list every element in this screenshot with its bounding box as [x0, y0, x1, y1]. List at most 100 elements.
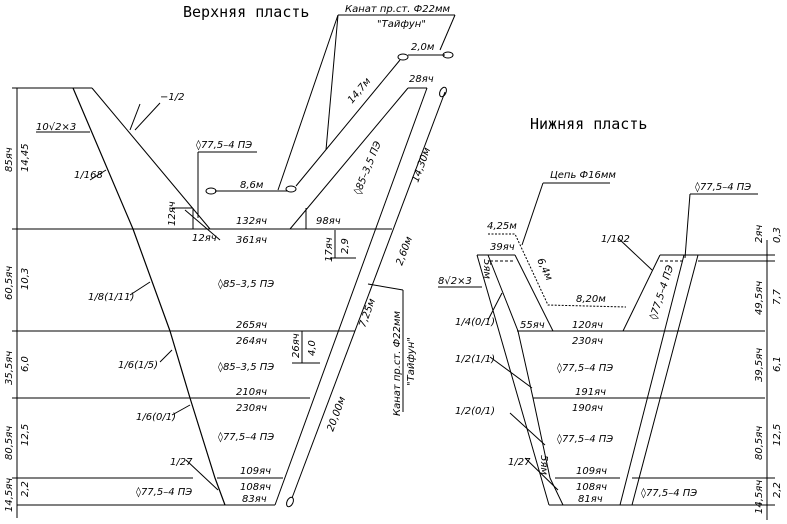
- leader: [489, 356, 533, 389]
- leader: [129, 281, 151, 296]
- rope-eye: [442, 51, 454, 59]
- rope-label: Канат пр.ст. Ф22мм: [392, 310, 403, 416]
- dimension-length: 14,45: [20, 143, 31, 172]
- leader: [184, 209, 221, 241]
- cut-ratio: 1/4(0/1): [455, 317, 495, 328]
- right-outer: [631, 254, 699, 506]
- mesh-count: 98яч: [316, 216, 341, 227]
- mesh-count: 39яч: [490, 242, 515, 253]
- leader: [134, 102, 161, 131]
- cut-ratio: 1/6(0/1): [136, 412, 176, 423]
- dimension-meshes: 39,5яч: [754, 348, 765, 382]
- dimension-length: 0,3: [772, 227, 783, 243]
- leader: [367, 283, 404, 291]
- material-label: ◊77,5–4 ПЭ: [218, 431, 274, 443]
- mesh-count: 81яч: [578, 494, 603, 505]
- right-inner: [619, 254, 685, 506]
- leader: [171, 404, 191, 416]
- selvage-mark: 10√2×3: [36, 122, 76, 133]
- dimension-length: 7,7: [772, 288, 783, 305]
- strip-label: 5ям: [538, 455, 549, 475]
- leader: [521, 182, 544, 246]
- leader: [159, 349, 173, 363]
- material-label: ◊77,5–4 ПЭ: [641, 487, 697, 499]
- leader: [89, 169, 107, 181]
- dimension-meshes: 60,5яч: [4, 266, 15, 300]
- mesh-count: 265яч: [236, 320, 267, 331]
- left-outer: [476, 254, 550, 506]
- dimension: 2,9: [340, 238, 351, 254]
- dimension-length: 12,5: [772, 424, 783, 446]
- dimension-length: 6,1: [772, 356, 783, 372]
- material-label: ◊85–3,5 ПЭ: [352, 139, 384, 196]
- leader: [509, 412, 546, 446]
- mesh-count: 17яч: [324, 237, 335, 262]
- side-rope: [291, 91, 446, 499]
- material-label: ◊85–3,5 ПЭ: [218, 361, 274, 373]
- mesh-count: 264яч: [236, 336, 267, 347]
- mesh-count: 55яч: [520, 320, 545, 331]
- material-label: ◊77,5–4 ПЭ: [136, 486, 192, 498]
- cut-ratio: 1/168: [74, 170, 103, 181]
- length-label: 4,25м: [487, 221, 517, 232]
- dimension-meshes: 80,5яч: [754, 426, 765, 460]
- mesh-count: 191яч: [575, 387, 606, 398]
- mesh-count: 83яч: [242, 494, 267, 505]
- dimension-meshes: 80,5яч: [4, 426, 15, 460]
- dimension-meshes: 85яч: [4, 147, 15, 172]
- mesh-count: 210яч: [236, 387, 267, 398]
- mesh-count: 12яч: [192, 233, 217, 244]
- rope-name: "Тайфун": [377, 19, 426, 30]
- leader: [185, 459, 219, 491]
- cut-ratio: 1/102: [601, 234, 630, 245]
- wing-edge: [514, 254, 554, 332]
- cut-ratio: 1/27: [170, 457, 193, 468]
- leader: [129, 103, 141, 131]
- mesh-count: 26яч: [291, 333, 302, 358]
- leader: [325, 14, 339, 151]
- dimension-meshes: 14,5яч: [4, 478, 15, 512]
- length-label: 7,25м: [357, 297, 378, 329]
- right-wing-inner: [289, 87, 409, 230]
- mesh-count: 12яч: [167, 201, 178, 226]
- mesh-count: 109яч: [240, 466, 271, 477]
- material-label: ◊85–3,5 ПЭ: [218, 278, 274, 290]
- mesh-count: 120яч: [572, 320, 603, 331]
- length-label: 8,20м: [576, 294, 606, 305]
- leader: [684, 193, 691, 259]
- mesh-count: 132яч: [236, 216, 267, 227]
- length-label: 6,4м: [534, 257, 554, 283]
- length-label: 14,30м: [410, 146, 433, 184]
- left-edge: [72, 87, 226, 506]
- rope-14-7: [295, 59, 401, 187]
- chain: [488, 233, 627, 308]
- dimension-meshes: 2яч: [754, 225, 765, 243]
- strip-label: 5ям: [481, 259, 492, 279]
- mesh-count: 28яч: [409, 74, 434, 85]
- dimension: 4,0: [307, 340, 318, 356]
- material-label: ◊77,5–4 ПЭ: [695, 181, 751, 193]
- length-label: 14,7м: [346, 76, 374, 106]
- lower-panel: Нижняя пласть Цепь Ф16мм 4,25м 6,4м 8,2: [438, 115, 783, 520]
- mesh-count: 361яч: [236, 235, 267, 246]
- rope-eye: [205, 187, 217, 195]
- rope-label: Канат пр.ст. Ф22мм: [345, 4, 451, 15]
- material-label: ◊77,5–4 ПЭ: [557, 433, 613, 445]
- lower-title: Нижняя пласть: [530, 115, 647, 133]
- upper-title: Верхняя пласть: [183, 3, 309, 21]
- leader: [487, 292, 503, 321]
- leader: [617, 237, 653, 271]
- dimension-length: 12,5: [20, 424, 31, 446]
- cut-ratio: 1/2(1/1): [455, 354, 495, 365]
- length-label: 8,6м: [240, 180, 264, 191]
- rope-eye: [285, 185, 297, 193]
- wing-edge: [622, 254, 661, 332]
- mesh-count: 230яч: [236, 403, 267, 414]
- material-label: ◊77,5–4 ПЭ: [557, 362, 613, 374]
- cut-ratio: 1/27: [508, 457, 531, 468]
- mesh-count: 108яч: [240, 482, 271, 493]
- leader: [439, 14, 456, 51]
- mesh-count: 109яч: [576, 466, 607, 477]
- rope-eye: [286, 496, 294, 508]
- right-edge: [274, 87, 428, 506]
